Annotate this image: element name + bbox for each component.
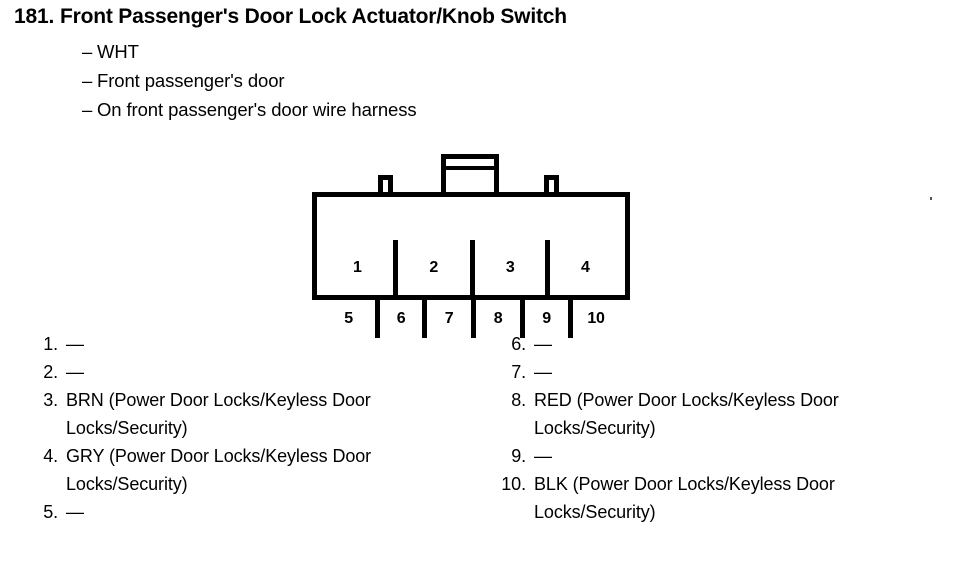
connector-pin-cell: 9	[520, 300, 568, 338]
pin-number: 10.	[501, 474, 526, 494]
page-header: 181. Front Passenger's Door Lock Actuato…	[14, 4, 914, 124]
en-dash-icon: –	[82, 70, 93, 91]
connector-pin-cell: 7	[422, 300, 471, 338]
pin-number: 3.	[43, 390, 58, 410]
connector-top-row: 1 2 3 4	[322, 240, 620, 295]
connector-pin-cell: 5	[344, 310, 353, 327]
pin-number: 8.	[511, 390, 526, 410]
pin-description: —	[534, 446, 552, 466]
connector-pin-cell: 8	[471, 300, 520, 338]
scan-artifact-speck	[930, 197, 932, 200]
pin-number: 4.	[43, 446, 58, 466]
pin-list-item: 2. —	[28, 358, 468, 386]
pin-list-item: 3. BRN (Power Door Locks/Keyless Door Lo…	[28, 386, 468, 442]
connector-pin-cell: 10	[568, 300, 619, 338]
bullet-label: Front passenger's door	[97, 70, 285, 91]
pin-description: BLK (Power Door Locks/Keyless Door Locks…	[534, 474, 835, 522]
pin-list-right: 6. — 7. — 8. RED (Power Door Locks/Keyle…	[496, 330, 936, 526]
bullet-item: – Front passenger's door	[82, 66, 914, 95]
pin-description: BRN (Power Door Locks/Keyless Door Locks…	[66, 390, 371, 438]
connector-pin-cell: 1	[352, 258, 362, 276]
pin-list-item: 1. —	[28, 330, 468, 358]
pin-number: 7.	[511, 362, 526, 382]
pin-number: 1.	[43, 334, 58, 354]
en-dash-icon: –	[82, 41, 93, 62]
pin-list-left: 1. — 2. — 3. BRN (Power Door Locks/Keyle…	[28, 330, 468, 526]
connector-pin-cell: 3	[469, 240, 546, 295]
connector-bottom-row: 5 6 7 8 9 10	[322, 300, 620, 338]
pin-number: 6.	[511, 334, 526, 354]
pin-list-item: 9. —	[496, 442, 936, 470]
pin-description: GRY (Power Door Locks/Keyless Door Locks…	[66, 446, 372, 494]
pin-list-item: 10. BLK (Power Door Locks/Keyless Door L…	[496, 470, 936, 526]
bullet-item: – WHT	[82, 37, 914, 66]
connector-pin-cell: 6	[375, 300, 422, 338]
bullet-label: On front passenger's door wire harness	[97, 99, 417, 120]
connector-body: 1 2 3 4 5 6 7 8 9 10	[312, 192, 630, 338]
pin-list-item: 5. —	[28, 498, 468, 526]
pin-number: 2.	[43, 362, 58, 382]
connector-pin-cell: 2	[392, 240, 470, 295]
pin-list-item: 6. —	[496, 330, 936, 358]
connector-diagram: 1 2 3 4 5 6 7 8 9 10	[312, 154, 630, 338]
title-text: Front Passenger's Door Lock Actuator/Kno…	[60, 5, 567, 28]
pin-list-item: 8. RED (Power Door Locks/Keyless Door Lo…	[496, 386, 936, 442]
connector-center-latch-icon	[441, 154, 499, 196]
connector-left-latch-icon	[378, 175, 393, 197]
connector-right-latch-icon	[544, 175, 559, 197]
en-dash-icon: –	[82, 99, 93, 120]
pin-description: —	[66, 502, 84, 522]
pin-description: —	[534, 362, 552, 382]
title-item-number: 181.	[14, 5, 55, 28]
pin-description: —	[534, 334, 552, 354]
pin-list-item: 4. GRY (Power Door Locks/Keyless Door Lo…	[28, 442, 468, 498]
bullet-label: WHT	[97, 41, 139, 62]
connector-pin-cell: 4	[545, 240, 620, 295]
page-title: 181. Front Passenger's Door Lock Actuato…	[14, 4, 914, 30]
pin-description: —	[66, 362, 84, 382]
header-bullet-list: – WHT – Front passenger's door – On fron…	[82, 37, 914, 124]
pin-number: 5.	[43, 502, 58, 522]
bullet-item: – On front passenger's door wire harness	[82, 95, 914, 124]
pin-number: 9.	[511, 446, 526, 466]
pin-list-item: 7. —	[496, 358, 936, 386]
pin-description: —	[66, 334, 84, 354]
pin-description: RED (Power Door Locks/Keyless Door Locks…	[534, 390, 839, 438]
connector-row-divider	[322, 295, 620, 300]
